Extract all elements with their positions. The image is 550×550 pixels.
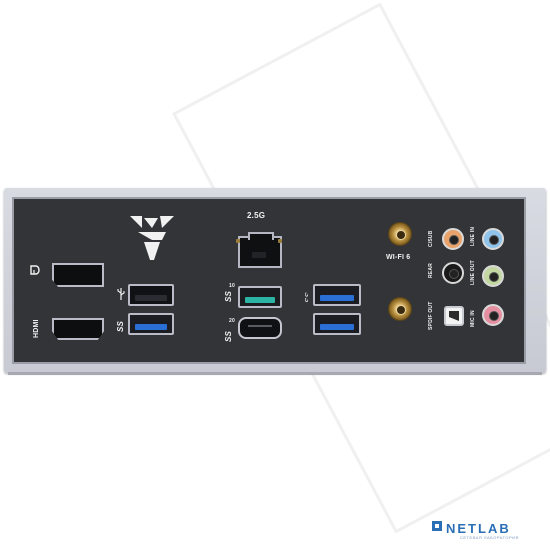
audio-jack-pink	[482, 304, 504, 326]
wifi-antenna-bottom	[388, 297, 412, 321]
audio-jack-green	[482, 265, 504, 287]
usb10-ss-label: SS	[224, 290, 233, 302]
usb20-number: 20	[229, 318, 235, 324]
tuf-logo-icon	[130, 216, 174, 260]
usb32-port-right-top	[313, 284, 361, 306]
usb10-number: 10	[229, 283, 235, 289]
audio-line-in-label: LINE IN	[470, 226, 476, 246]
displayport-icon	[30, 265, 40, 275]
hdmi-label: HDMI	[33, 319, 40, 338]
usb-trident-icon	[117, 288, 125, 300]
wifi-antenna-top	[388, 222, 412, 246]
netlab-brand: NETLAB	[446, 521, 511, 536]
usb20-ss-label: SS	[224, 330, 233, 342]
audio-jack-orange	[442, 228, 464, 250]
rj45-lan-port	[238, 232, 282, 268]
displayport-port	[52, 263, 104, 287]
audio-mic-in-label: MIC IN	[470, 310, 476, 327]
usb32-port-left	[128, 313, 174, 335]
usb32-port-right-bottom	[313, 313, 361, 335]
hdmi-port	[52, 318, 104, 340]
lan-speed-label: 2.5G	[247, 211, 266, 220]
audio-jack-blue	[482, 228, 504, 250]
audio-spdif-label: SPDIF OUT	[428, 301, 434, 330]
usb-ss-icon-right: SS	[304, 292, 308, 303]
shield-bottom-edge	[8, 372, 542, 375]
usb32-gen2-teal-port	[238, 286, 282, 308]
svg-text:SS: SS	[304, 292, 308, 303]
usb20-port-top	[128, 284, 174, 306]
audio-jack-black	[442, 262, 464, 284]
usb-c-port	[238, 317, 282, 339]
lan-led-right	[278, 239, 282, 243]
netlab-subtitle: СЕТЕВАЯ ЛАБОРАТОРИЯ	[460, 535, 519, 540]
audio-line-out-label: LINE OUT	[470, 260, 476, 285]
spdif-optical-port	[444, 306, 464, 326]
lan-led-left	[236, 239, 240, 243]
audio-csub-label: C/SUB	[428, 230, 434, 247]
netlab-logo-icon	[432, 521, 442, 531]
audio-rear-label: REAR	[428, 263, 434, 278]
usb32-label-left: SS	[116, 320, 125, 332]
wifi-label: WI-FI 6	[386, 254, 411, 261]
